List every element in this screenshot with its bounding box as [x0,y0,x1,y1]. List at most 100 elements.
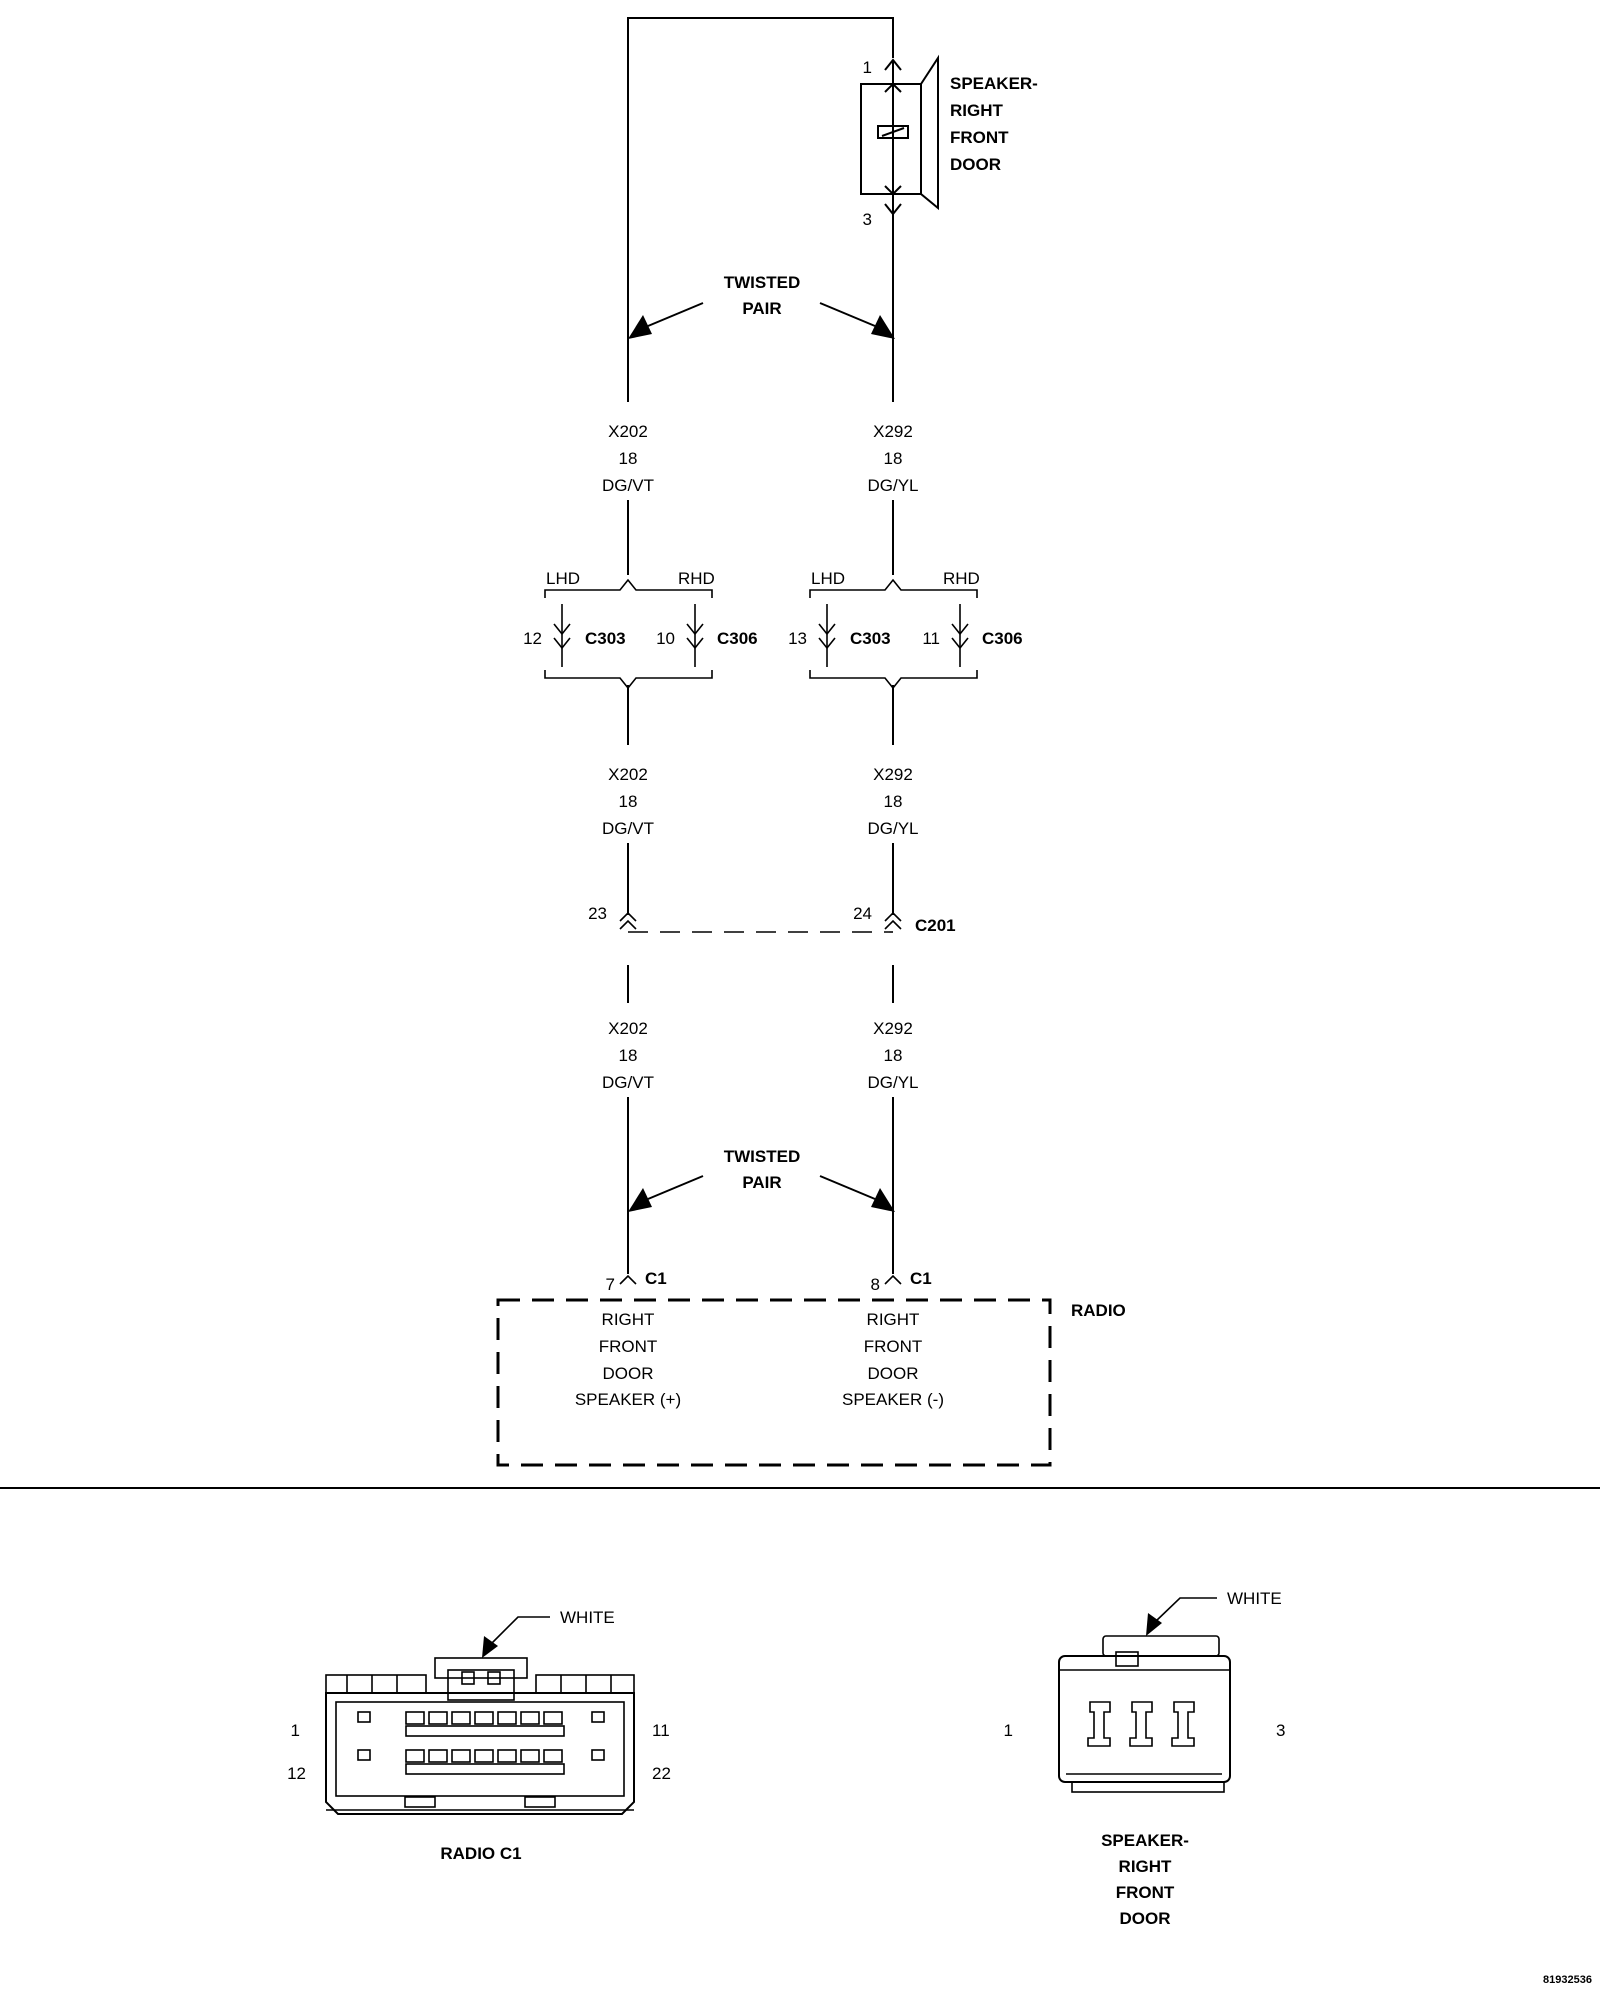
radio-func-left-2: FRONT [599,1337,658,1356]
speaker-conn-body [1058,1655,1231,1783]
radio-c1-body [325,1692,635,1815]
radio-pin8-chevron [884,1274,902,1285]
speaker-conn-pin-3: 3 [1276,1721,1285,1740]
radio-name: RADIO [1071,1301,1126,1320]
radio-func-left-1: RIGHT [602,1310,655,1329]
radio-module: 7 C1 8 C1 RADIO RIGHT FRONT DOOR SPEAKER… [496,1269,1126,1467]
c201-pin-right: 24 [853,904,872,923]
radio-c1-color-leader [489,1616,550,1646]
twisted-pair-top-arrow-left [647,302,704,327]
circuit-left-code-1: X202 [608,422,648,441]
wires [627,17,894,1274]
speaker-label-line4: DOOR [950,155,1001,174]
radio-pin-7: 7 [606,1275,615,1294]
circuit-left-gauge-1: 18 [619,449,638,468]
circuit-right-color-2: DG/YL [867,819,918,838]
split-right-c306-chevron [951,623,969,636]
c201-pin-left: 23 [588,904,607,923]
c201-pin23-chevron-a [619,911,637,922]
radio-c1-terminals-row2 [357,1749,605,1775]
twisted-pair-top: TWISTED PAIR [628,273,895,339]
radio-c1-color-label: WHITE [560,1608,615,1627]
speaker-conn-terminal-1 [1087,1701,1111,1747]
radio-c1-latch [434,1657,528,1679]
split-left-conn-rhd: C306 [717,629,758,648]
split-right-pin-lhd: 13 [788,629,807,648]
twisted-pair-bottom-line1: TWISTED [724,1147,801,1166]
speaker-conn-caption-3: FRONT [1116,1883,1175,1902]
circuit-labels-row1: X202 18 DG/VT X292 18 DG/YL [602,422,918,495]
c201-pin24-chevron-a [884,911,902,922]
circuit-left-code-3: X202 [608,1019,648,1038]
speaker-label-line2: RIGHT [950,101,1004,120]
split-left-conn-lhd: C303 [585,629,626,648]
split-left-pin-lhd: 12 [523,629,542,648]
circuit-left-gauge-2: 18 [619,792,638,811]
circuit-right-code-1: X292 [873,422,913,441]
circuit-right-color-1: DG/YL [867,476,918,495]
circuit-left-code-2: X202 [608,765,648,784]
radio-c1-ridge-left [325,1674,427,1694]
circuit-labels-row2: X202 18 DG/VT X292 18 DG/YL [602,765,918,838]
radio-c1-pin-12: 12 [287,1764,306,1783]
radio-func-left-3: DOOR [603,1364,654,1383]
split-right-pin-rhd: 11 [922,629,940,648]
circuit-right-color-3: DG/YL [867,1073,918,1092]
radio-func-right-3: DOOR [868,1364,919,1383]
circuit-left-gauge-3: 18 [619,1046,638,1065]
speaker-conn-pin-1: 1 [1004,1721,1013,1740]
circuit-right-code-3: X292 [873,1019,913,1038]
twisted-pair-bottom-arrow-right [819,1175,876,1200]
circuit-right-gauge-1: 18 [884,449,903,468]
speaker-conn-caption-2: RIGHT [1119,1857,1173,1876]
speaker-label-line1: SPEAKER- [950,74,1038,93]
circuit-right-gauge-2: 18 [884,792,903,811]
circuit-labels-row3: X202 18 DG/VT X292 18 DG/YL [602,1019,918,1092]
speaker-conn-terminal-3 [1171,1701,1195,1747]
radio-c1-caption: RADIO C1 [440,1844,521,1863]
speaker-conn-color-leader [1154,1597,1217,1623]
figure-id: 81932536 [1543,1974,1592,1986]
radio-conn-left: C1 [645,1269,667,1288]
speaker-conn-terminal-2 [1129,1701,1153,1747]
split-left-lhd: LHD [546,569,580,588]
radio-c1-ridge-right [535,1674,635,1694]
split-right-rhd: RHD [943,569,980,588]
radio-c1-pin-22: 22 [652,1764,671,1783]
wire-top-loop [627,17,894,402]
twisted-pair-top-line2: PAIR [742,299,781,318]
radio-pin-8: 8 [871,1275,880,1294]
split-right-conn-rhd: C306 [982,629,1023,648]
circuit-left-color-3: DG/VT [602,1073,654,1092]
twisted-pair-bottom-line2: PAIR [742,1173,781,1192]
speaker-coil [877,125,909,139]
radio-outline [496,1298,1052,1467]
speaker-pin3-chevron [884,203,902,216]
radio-c1-inner [335,1701,625,1797]
split-left-pin-rhd: 10 [656,629,675,648]
split-right-conn-lhd: C303 [850,629,891,648]
split-right-c303-chevron [818,623,836,636]
radio-func-right-1: RIGHT [867,1310,920,1329]
split-left-bottom-brace [544,670,713,690]
speaker-conn-caption-1: SPEAKER- [1101,1831,1189,1850]
twisted-pair-bottom-arrow-left [647,1175,704,1200]
split-left-c303-chevron [553,623,571,636]
speaker-symbol: 1 3 SPEAKER- RIGHT FRONT DOOR [860,54,1038,229]
split-left-rhd: RHD [678,569,715,588]
circuit-right-code-2: X292 [873,765,913,784]
speaker-connector-face-view: WHITE 1 3 SPEAKER- RIGHT FRONT DOOR [1004,1589,1286,1928]
speaker-conn-latch [1102,1635,1220,1657]
radio-c1-terminals-row1 [357,1711,605,1737]
radio-c1-face-view: WHITE [287,1608,671,1863]
radio-c1-pin-11: 11 [652,1721,670,1740]
speaker-pin-3: 3 [863,210,872,229]
split-right: LHD RHD 13 C303 11 C306 [788,569,1023,690]
twisted-pair-top-line1: TWISTED [724,273,801,292]
circuit-left-color-1: DG/VT [602,476,654,495]
c201-name: C201 [915,916,956,935]
split-left-top-brace [544,578,713,598]
speaker-conn-caption-4: DOOR [1120,1909,1171,1928]
split-right-top-brace [809,578,978,598]
